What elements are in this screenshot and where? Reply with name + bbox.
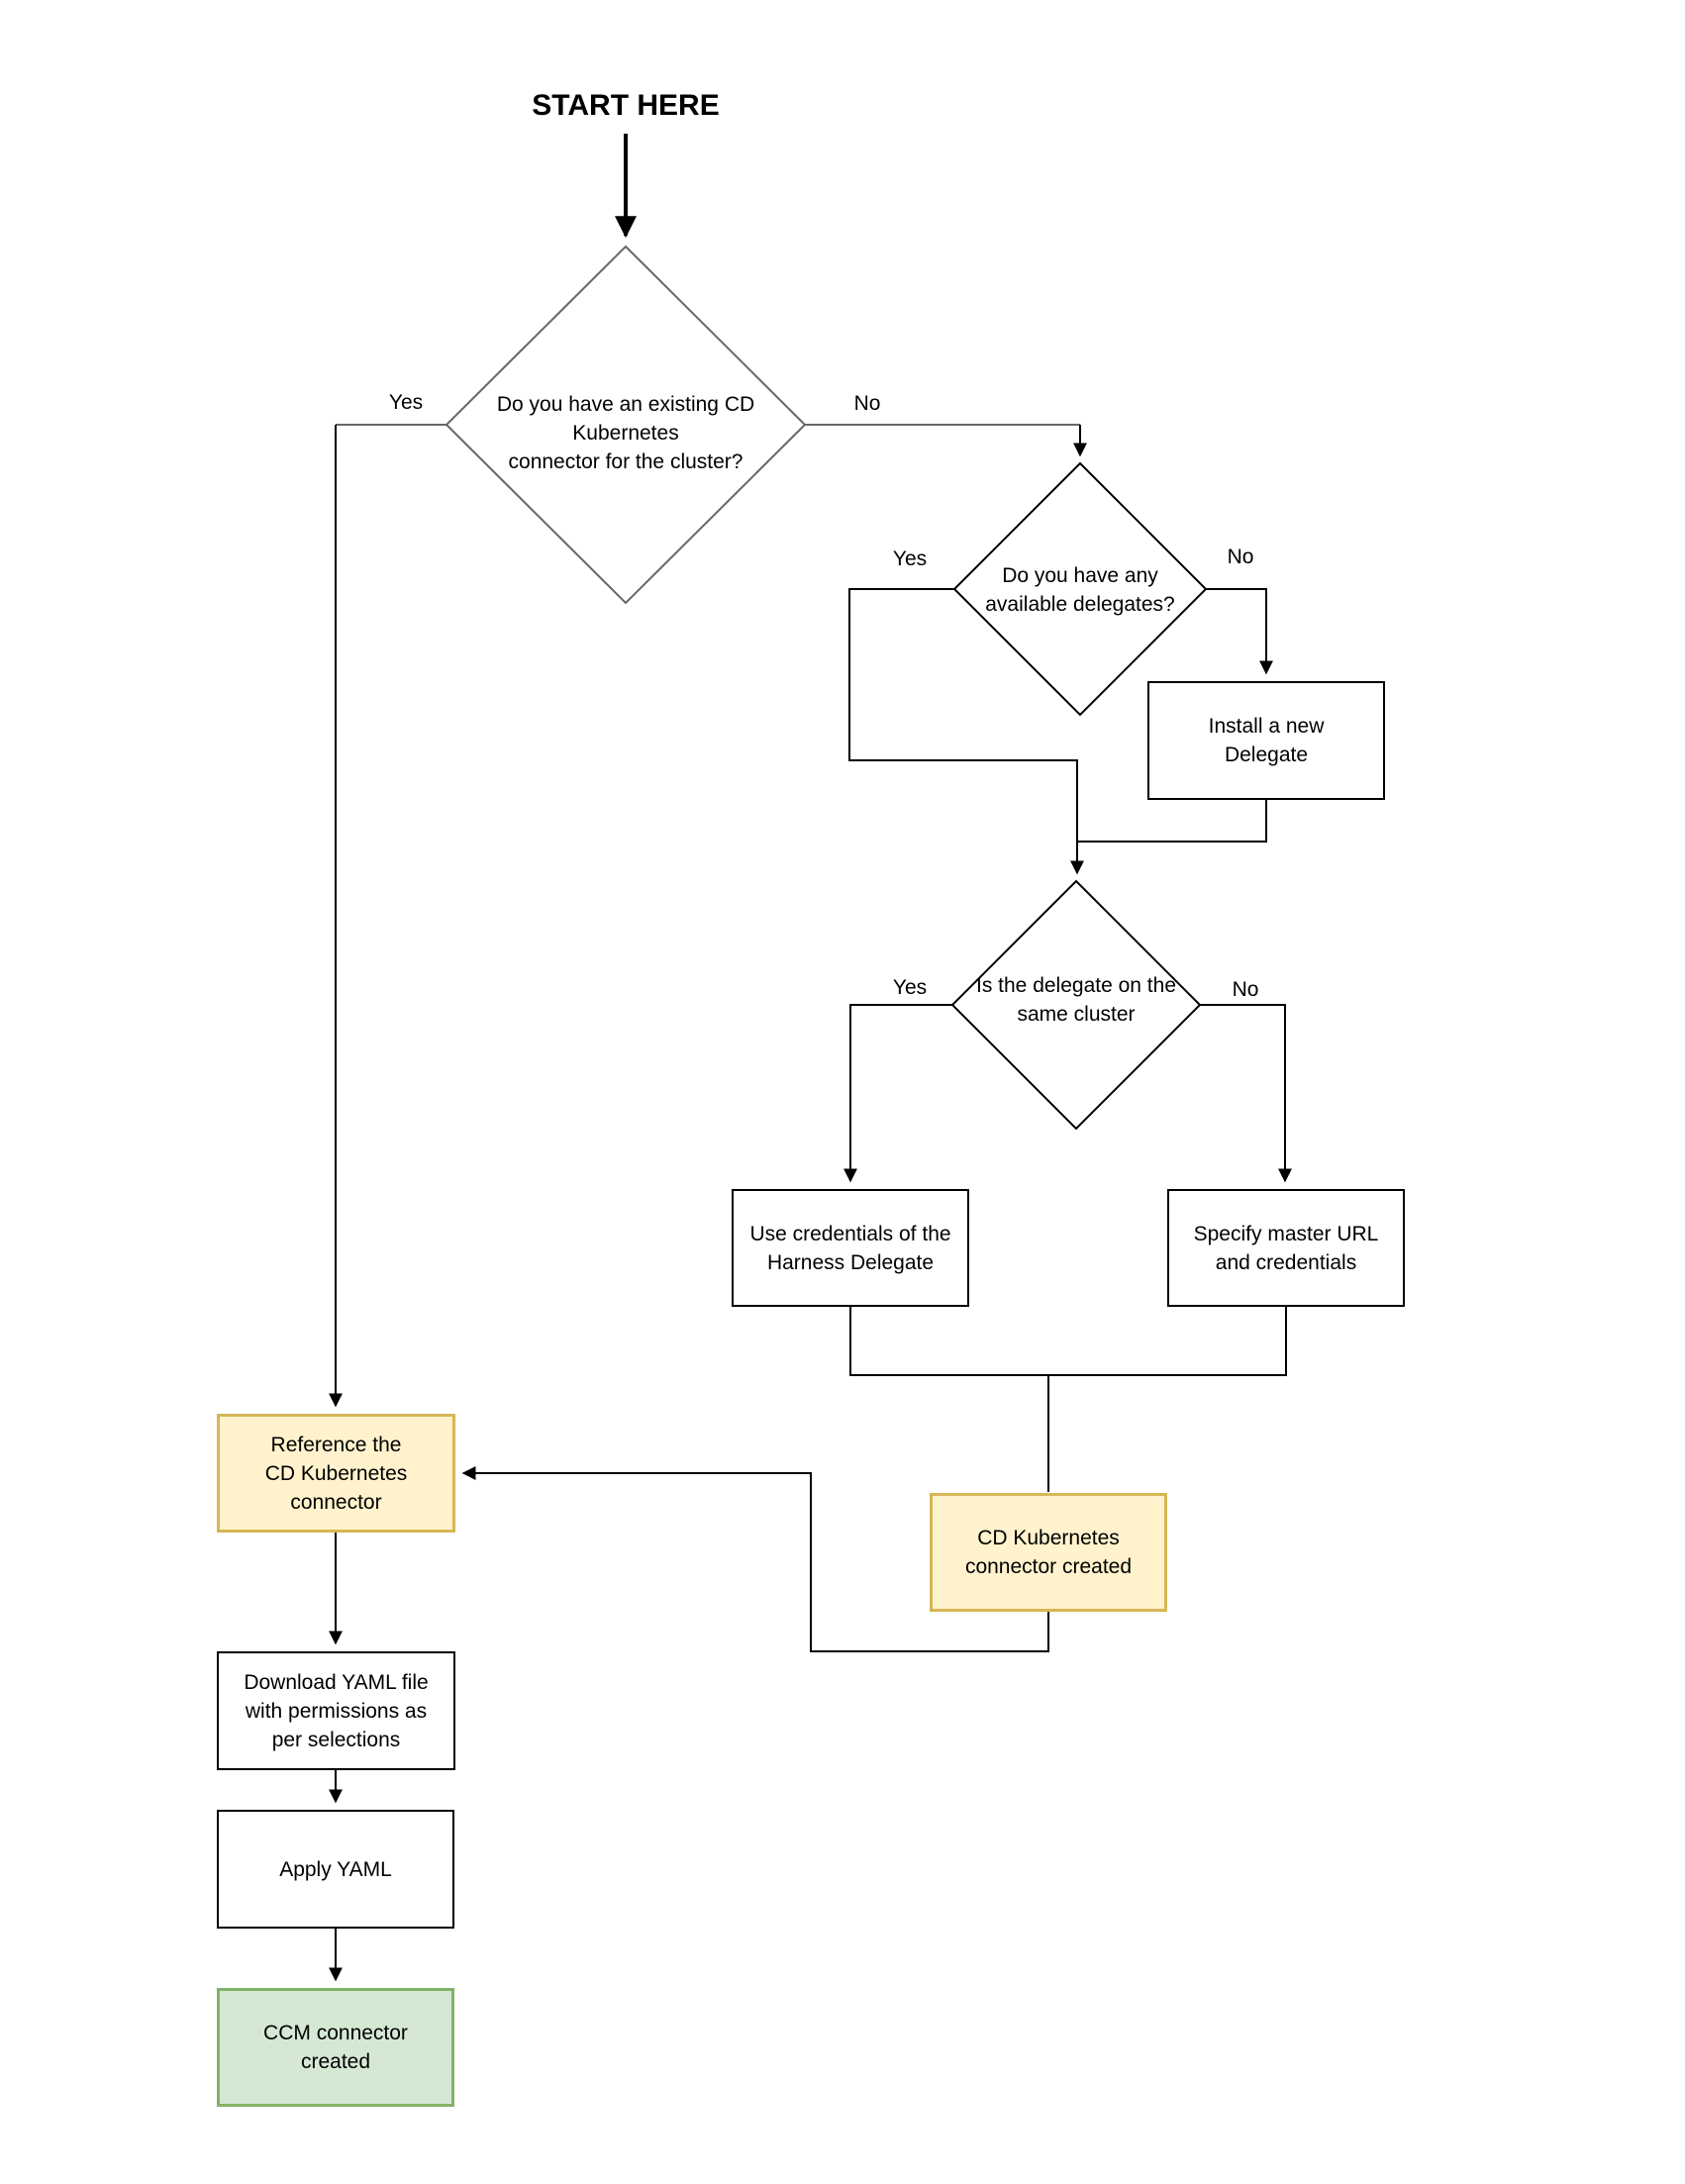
decision-diamond-existing-connector (445, 245, 807, 605)
edge-merge-right (1048, 1307, 1287, 1376)
node-install-new-delegate: Install a new Delegate (1147, 681, 1385, 800)
edge-label-d1-no: No (853, 392, 881, 415)
edge-d3-yes (843, 1004, 952, 1183)
edge-label-d2-no: No (1227, 546, 1254, 568)
diamond-available-delegates-text: Do you have any available delegates? (985, 564, 1175, 616)
edge-label-d3-no: No (1232, 978, 1259, 1001)
edge-created-to-reference (461, 1466, 1049, 1652)
node-ccm-connector-created: CCM connector created (217, 1988, 454, 2107)
edge-install-out (1077, 800, 1267, 843)
node-use-credentials: Use credentials of the Harness Delegate (732, 1189, 969, 1307)
edge-label-d3-yes: Yes (892, 976, 928, 999)
node-reference-cd-kubernetes-connector: Reference the CD Kubernetes connector (217, 1414, 455, 1533)
diamond-same-cluster-text: Is the delegate on the same cluster (976, 974, 1176, 1026)
node-specify-master-url: Specify master URL and credentials (1167, 1189, 1405, 1307)
edge-d2-yes (848, 588, 1084, 875)
decision-diamond-same-cluster (950, 879, 1202, 1131)
start-here-title: START HERE (532, 89, 720, 122)
diamond-existing-connector-text: Do you have an existing CD Kubernetes co… (496, 392, 755, 473)
edge-d3-no (1200, 1004, 1292, 1183)
decision-diamond-available-delegates (952, 461, 1208, 717)
edge-label-d1-yes: Yes (388, 391, 424, 414)
edge-d2-no (1206, 588, 1273, 675)
edge-merge-left (849, 1307, 1048, 1376)
edge-label-d2-yes: Yes (892, 547, 928, 570)
node-download-yaml: Download YAML file with permissions as p… (217, 1651, 455, 1770)
node-apply-yaml: Apply YAML (217, 1810, 454, 1929)
node-cd-kubernetes-connector-created: CD Kubernetes connector created (930, 1493, 1167, 1612)
